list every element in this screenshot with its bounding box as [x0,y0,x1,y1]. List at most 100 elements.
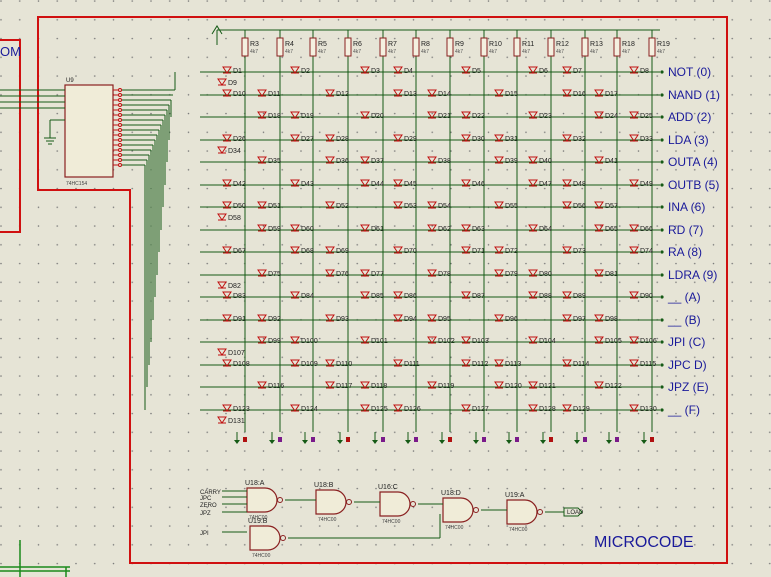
svg-text:R8: R8 [421,41,430,48]
diode: D123 [222,404,250,413]
diode: D3 [360,66,380,75]
instruction-row-label: __ (A) [660,290,701,304]
diode: D41 [594,156,618,165]
svg-text:D9: D9 [228,80,237,87]
output-terminals [234,432,654,444]
svg-text:D124: D124 [301,406,318,413]
diode: D5 [461,66,481,75]
nand-gates: U18:A74HC00U18:B74HC00U16:C74HC00U18:D74… [200,480,584,559]
svg-text:D114: D114 [573,361,589,368]
diode: D116 [257,381,284,390]
svg-text:D18: D18 [268,113,281,120]
diode: D79 [494,269,518,278]
svg-text:D119: D119 [438,383,454,390]
gate-input-terminal: JPI [200,531,247,537]
svg-text:D22: D22 [472,113,485,120]
diode: D33 [629,134,653,143]
microcode-title: MICROCODE [594,534,694,551]
svg-text:CARRY: CARRY [200,490,221,496]
diode: D14 [427,89,451,98]
svg-text:D127: D127 [472,406,489,413]
svg-text:D82: D82 [228,283,241,290]
diode: D80 [528,269,552,278]
diode: D82 [217,281,241,290]
svg-text:D26: D26 [233,136,246,143]
diode: D94 [393,314,417,323]
diode: D31 [494,134,518,143]
diode: D74 [629,246,653,255]
instruction-row-label: __ (F) [660,403,700,417]
svg-text:D95: D95 [438,316,451,323]
svg-text:D83: D83 [233,293,246,300]
svg-text:D53: D53 [404,203,417,210]
svg-text:D24: D24 [605,113,618,120]
svg-text:D29: D29 [404,136,417,143]
diode: D102 [427,336,455,345]
instruction-labels: NOT (0)NAND (1)ADD (2)LDA (3)OUTA (4)OUT… [660,65,720,417]
svg-text:D2: D2 [301,68,310,75]
diode: D47 [528,179,552,188]
diode: D91 [222,314,246,323]
diode: D4 [393,66,413,75]
diode: D115 [629,359,656,368]
svg-text:D32: D32 [573,136,586,143]
diode: D122 [594,381,622,390]
output-terminal [606,432,619,444]
diode: D19 [290,111,314,120]
instruction-row-label: ADD (2) [660,110,711,124]
diode: D40 [528,156,552,165]
diode: D1 [222,66,242,75]
output-terminal [302,432,315,444]
svg-text:R18: R18 [622,41,635,48]
diode: D9 [217,78,237,87]
svg-text:D72: D72 [505,248,518,255]
diode: D49 [629,179,653,188]
diode: D98 [594,314,618,323]
svg-text:JPC D): JPC D) [668,358,707,372]
diode: D78 [427,269,451,278]
diode: D71 [461,246,485,255]
gate-input-terminal: ZERO [200,503,247,509]
svg-text:LDRA (9): LDRA (9) [668,268,717,282]
svg-text:D20: D20 [371,113,384,120]
svg-text:D78: D78 [438,271,451,278]
diode: D95 [427,314,451,323]
svg-text:4k7: 4k7 [353,49,361,55]
svg-text:RD (7): RD (7) [668,223,703,237]
svg-text:R19: R19 [657,41,670,48]
diode: D11 [257,89,280,98]
diode: D127 [461,404,489,413]
svg-text:D106: D106 [640,338,657,345]
svg-text:D70: D70 [404,248,417,255]
svg-text:JPI: JPI [200,531,209,537]
svg-text:D89: D89 [573,293,586,300]
svg-text:D16: D16 [573,91,586,98]
svg-text:D87: D87 [472,293,485,300]
output-terminal [405,432,418,444]
svg-text:D66: D66 [640,226,653,233]
diode: D17 [594,89,618,98]
svg-text:4k7: 4k7 [622,49,630,55]
svg-text:D130: D130 [640,406,657,413]
diode: D61 [360,224,384,233]
svg-text:D46: D46 [472,181,485,188]
diode: D12 [325,89,349,98]
diode: D25 [629,111,653,120]
output-terminal [234,432,247,444]
svg-text:74HC00: 74HC00 [509,527,528,533]
svg-text:__ (B): __ (B) [667,313,701,327]
svg-text:D48: D48 [573,181,586,188]
svg-text:D4: D4 [404,68,413,75]
svg-text:D13: D13 [404,91,417,98]
svg-text:D51: D51 [268,203,281,210]
svg-text:D104: D104 [539,338,556,345]
diode: D99 [257,336,281,345]
svg-text:D123: D123 [233,406,250,413]
